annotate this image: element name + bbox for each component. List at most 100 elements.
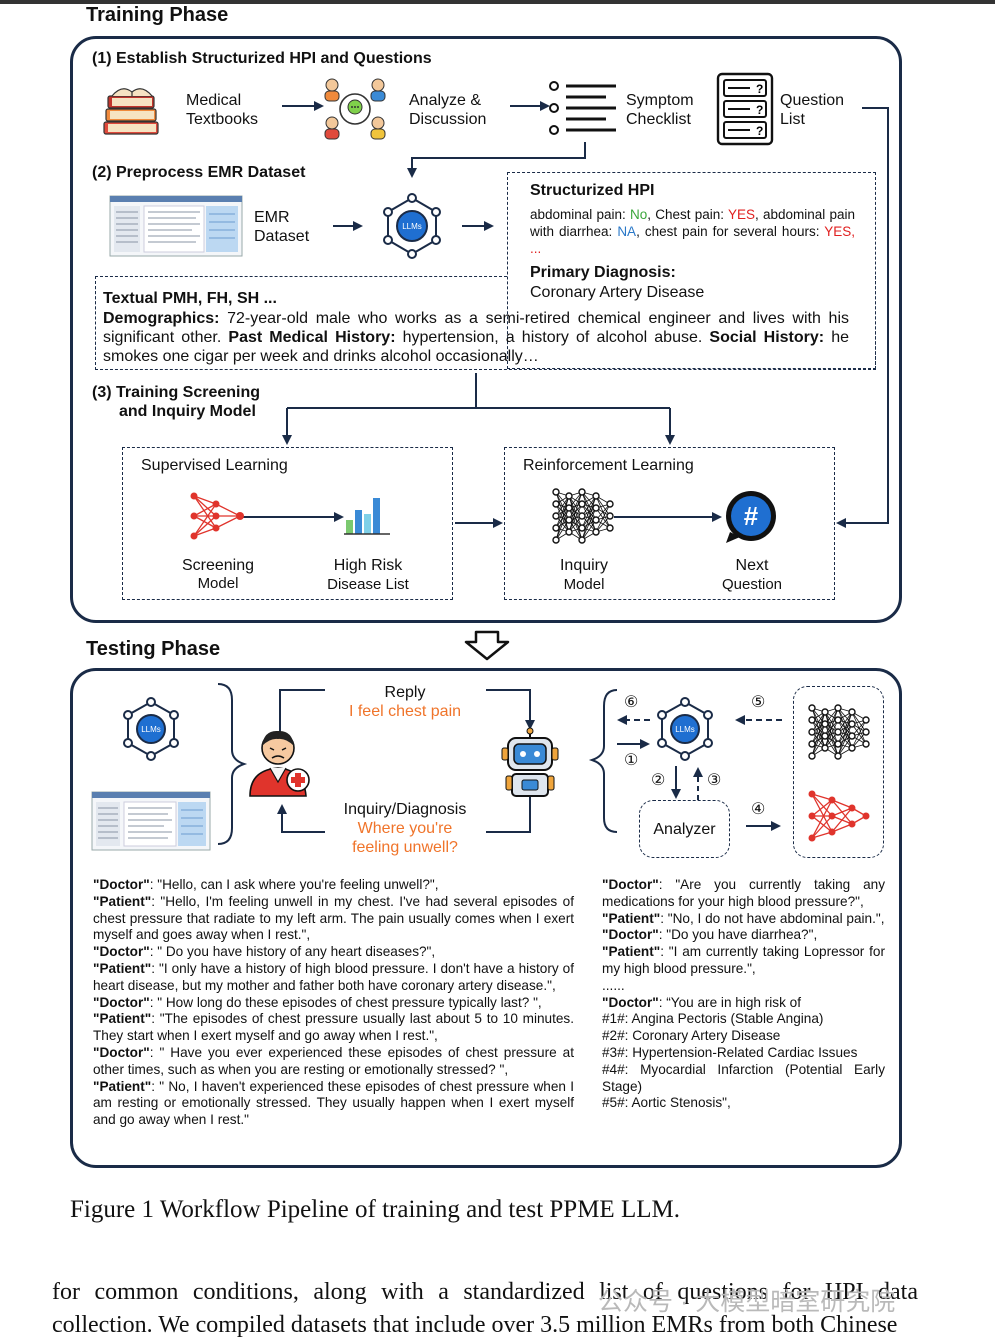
hpi-text-segment: , Chest pain: [647,207,728,222]
testing-phase-panel [70,668,902,1168]
figure-caption: Figure 1 Workflow Pipeline of training a… [70,1196,680,1223]
highrisk-label-1: High Risk [333,557,403,574]
pmh-text-segment: 72-year-old male who works as a semi-ret… [103,310,849,346]
llm-badge-text: LLMs [675,725,695,734]
screening-label-1: Screening [181,557,255,574]
hpi-text: abdominal pain: No, Chest pain: YES, abd… [530,206,855,257]
pmh-text-segment: he smokes one cigar per week and drinks … [103,329,849,365]
dialog-line: "Patient": "No, I do not have abdominal … [602,911,885,928]
emr-label-1: EMR [254,209,290,226]
dialog-line: "Doctor": “You are in high risk of [602,995,885,1012]
checklist-label-2: Checklist [626,111,691,128]
dialog-line: #5#: Aortic Stenosis", [602,1095,885,1112]
dialog-speaker: "Patient" [602,910,661,926]
dialog-text: : "I only have a history of high blood p… [93,960,574,993]
qlist-label-1: Question [780,92,845,109]
section2-heading: (2) Preprocess EMR Dataset [92,164,306,181]
section1-heading: (1) Establish Structurized HPI and Quest… [92,50,432,67]
dialog-speaker: "Doctor" [602,927,659,943]
inquiry-text-1: Where you're [357,820,453,837]
dialog-right: "Doctor": "Are you currently taking any … [602,877,885,1112]
robot-icon [501,727,559,797]
top-border [0,0,995,4]
dialog-text: #4#: Myocardial Infarction (Potential Ea… [602,1061,885,1094]
svg-text:?: ? [756,103,763,117]
arrow-icon [282,101,324,111]
step-1-label: ① [624,752,639,769]
highrisk-label-2: Disease List [327,576,409,593]
checklist-label-1: Symptom [626,92,694,109]
training-connectors [243,107,889,528]
pmh-box [95,276,876,370]
nextq-label-1: Next [735,557,769,574]
people-discussion-icon [324,78,386,140]
emr-dataset-icon [91,791,211,851]
dialog-line: "Doctor": " Have you ever experienced th… [93,1045,574,1079]
dialog-line: "Doctor": " Do you have history of any h… [93,944,574,961]
watermark: 公众号 · 大模型暗室研究院 [598,1288,896,1316]
dialog-text: : “You are in high risk of [658,994,802,1010]
qlist-label-2: List [780,111,805,128]
dialog-text: : "No, I do not have abdominal pain.", [660,910,885,926]
analyzer-label: Analyzer [653,821,716,838]
dialog-text: : " Have you ever experienced these epis… [93,1044,574,1077]
dialog-text: : "Hello, can I ask where you're feeling… [149,877,439,892]
dialog-line: "Patient": "I only have a history of hig… [93,961,574,995]
dialog-line: "Doctor": "Do you have diarrhea?", [602,927,885,944]
dialog-speaker: "Doctor" [93,877,150,892]
phase-arrow-icon [464,630,510,661]
step-5-label: ⑤ [751,694,766,711]
training-phase-panel [70,36,902,623]
dialog-text: #3#: Hypertension-Related Cardiac Issues [602,1044,858,1060]
section3-heading-2: and Inquiry Model [119,403,256,420]
hpi-text-segment: YES [727,207,755,222]
hpi-text-segment: NA [617,224,637,239]
deep-network-icon [552,488,614,544]
models-box [793,686,884,858]
llm-network-icon: LLMs [657,697,713,761]
step-6-label: ⑥ [624,694,639,711]
analyze-label-2: Discussion [409,111,487,128]
hpi-text-segment: abdominal pain: [530,207,630,222]
dialog-speaker: "Patient" [93,1078,152,1094]
dialog-speaker: "Doctor" [93,994,150,1010]
step-4-label: ④ [751,801,766,818]
hpi-title: Structurized HPI [530,182,655,199]
bar-chart-icon [344,498,390,535]
supervised-learning-box [122,447,453,600]
dialog-line: #1#: Angina Pectoris (Stable Angina) [602,1011,885,1028]
analyze-label-1: Analyze & [409,92,482,109]
dialog-line: "Patient": "Hello, I'm feeling unwell in… [93,894,574,944]
inquiry-text-2: feeling unwell? [352,839,458,856]
diagnosis-title: Primary Diagnosis: [530,264,676,281]
nextq-label-2: Question [721,576,783,593]
books-icon [103,88,159,135]
dialog-line: #2#: Coronary Artery Disease [602,1028,885,1045]
step-2-label: ② [651,772,666,789]
dialog-text: : " No, I haven't experienced these epis… [93,1078,574,1128]
hpi-text-segment: No [630,207,648,222]
books-label-2: Textbooks [186,111,259,128]
reply-text: I feel chest pain [348,703,462,720]
dialog-speaker: "Patient" [93,960,152,976]
dialog-left: "Doctor": "Hello, can I ask where you're… [93,877,574,1129]
deep-network-icon [808,704,870,760]
neural-network-icon [808,790,870,842]
inquiry-label-1: Inquiry [559,557,609,574]
dialog-speaker: "Doctor" [93,944,150,960]
structurized-hpi-box [507,172,876,369]
dialog-text: : "Do you have diarrhea?", [658,927,818,943]
reinforcement-learning-box [504,447,835,600]
dialog-text: : "I am currently taking Lopressor for m… [602,944,885,976]
question-list-icon: ? ? ? [716,72,774,146]
dialog-text: : " Do you have history of any heart dis… [149,944,436,960]
emr-dataset-icon [109,195,243,257]
svg-text:#: # [744,501,759,531]
neural-network-icon [190,492,244,540]
llm-badge-text: LLMs [402,222,422,231]
inquiry-label-2: Model [563,576,605,593]
dialog-text: : "Are you currently taking any medicati… [602,877,885,909]
section3-heading-1: (3) Training Screening [92,384,261,401]
dialog-line: "Patient": "The episodes of chest pressu… [93,1011,574,1045]
dialog-speaker: "Doctor" [602,877,659,892]
